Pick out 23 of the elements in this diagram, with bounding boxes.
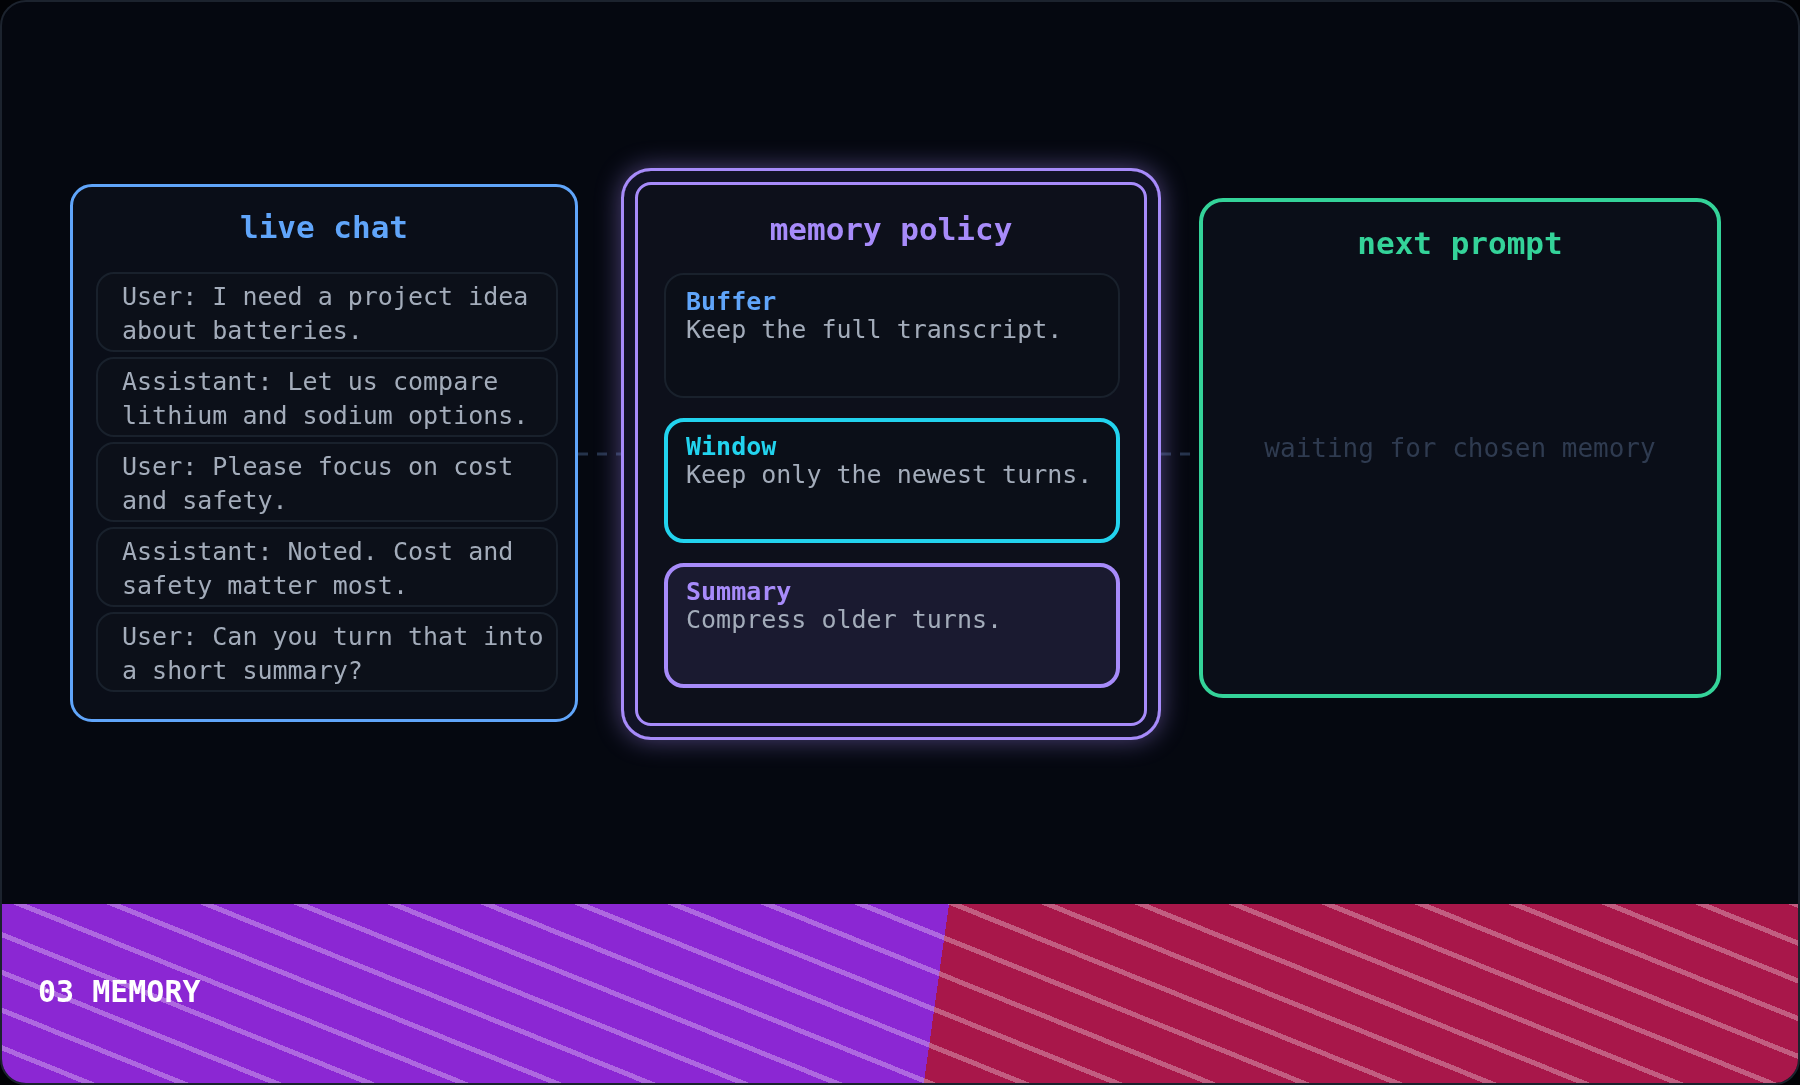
chat-panel — [70, 184, 578, 722]
striped-banner — [2, 904, 1798, 1083]
placeholder-text: waiting for chosen memory — [1264, 432, 1656, 464]
panel-title: live chat — [240, 209, 408, 245]
policy-panel — [621, 168, 1161, 740]
prompt-panel — [1199, 198, 1721, 698]
panel-title: memory policy — [769, 211, 1013, 247]
card-title: Buffer — [686, 288, 777, 316]
card-title: Window — [686, 433, 777, 461]
message-text: Assistant: Noted. Cost and safety matter most. — [122, 536, 515, 602]
card-description: Keep the full transcript. — [686, 316, 1063, 344]
panel-title: next prompt — [1357, 225, 1563, 261]
message-text: User: Can you turn that into a short summary? — [122, 621, 545, 687]
card-description: Keep only the newest turns. — [686, 461, 1093, 489]
message-text: User: Please focus on cost and safety. — [122, 451, 515, 517]
banner-label: 03 MEMORY — [38, 974, 201, 1009]
message-text: User: I need a project idea about batteries. — [122, 281, 530, 347]
policy-card — [664, 418, 1120, 543]
card-description: Compress older turns. — [686, 606, 1003, 634]
dashed-connector — [578, 452, 621, 456]
card-title: Summary — [686, 578, 792, 606]
policy-card — [664, 563, 1120, 688]
message-text: Assistant: Let us compare lithium and sodium options. — [122, 366, 530, 432]
